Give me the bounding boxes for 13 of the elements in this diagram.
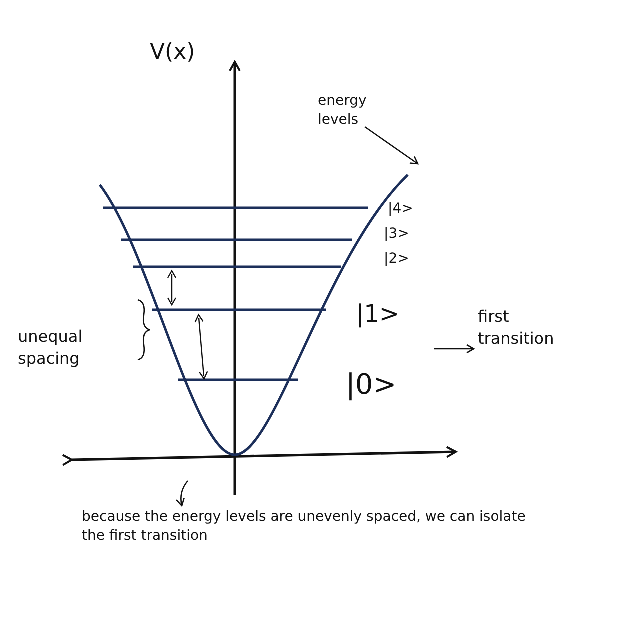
caption-text: because the energy levels are unevenly spaced, we can isolate the first transition (82, 508, 527, 546)
arrow (176, 480, 189, 507)
arrow (434, 344, 475, 354)
state-label: |3> (384, 225, 410, 244)
state-label: |2> (384, 250, 410, 269)
annotation-text: first transition (478, 306, 588, 350)
state-label: |4> (388, 200, 414, 219)
state-label: |1> (356, 299, 400, 330)
annotation-text: unequal spacing (18, 326, 84, 370)
leader-arrow (364, 126, 419, 165)
state-label: |0> (346, 367, 397, 403)
axis-label: V(x) (150, 39, 196, 67)
annotation-text: energy levels (318, 92, 367, 130)
